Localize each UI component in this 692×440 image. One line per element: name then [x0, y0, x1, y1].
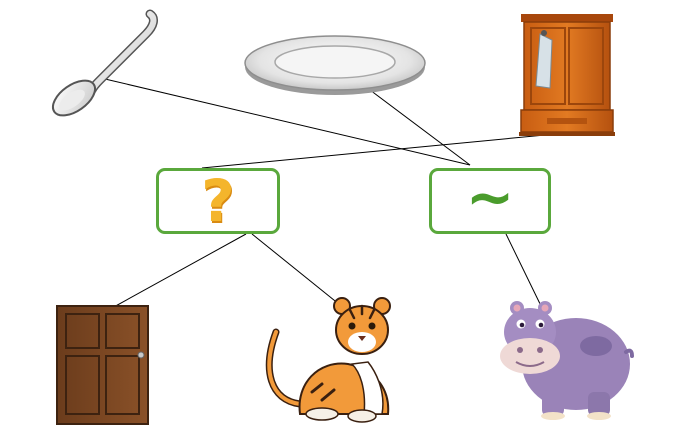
spoon-image[interactable]	[47, 9, 158, 122]
line-left-box-to-tiger	[251, 233, 351, 314]
tilde-symbol: ~	[465, 163, 515, 231]
door-image[interactable]	[56, 305, 149, 425]
category-box-tilde[interactable]: ~	[429, 168, 551, 234]
plate-image[interactable]	[244, 35, 426, 95]
connector-lines	[104, 78, 546, 314]
tiger-image[interactable]	[265, 297, 391, 423]
hippo-image[interactable]	[500, 301, 634, 420]
line-left-box-to-door	[111, 233, 247, 309]
wardrobe-image[interactable]	[519, 14, 615, 136]
line-right-box-to-hippo	[505, 233, 544, 311]
line-plate-to-right-box	[369, 89, 471, 166]
category-box-question[interactable]: ?	[156, 168, 280, 234]
line-wardrobe-to-left-box	[201, 134, 546, 169]
line-spoon-to-right-box	[104, 78, 471, 166]
question-mark-symbol: ?	[201, 167, 235, 235]
